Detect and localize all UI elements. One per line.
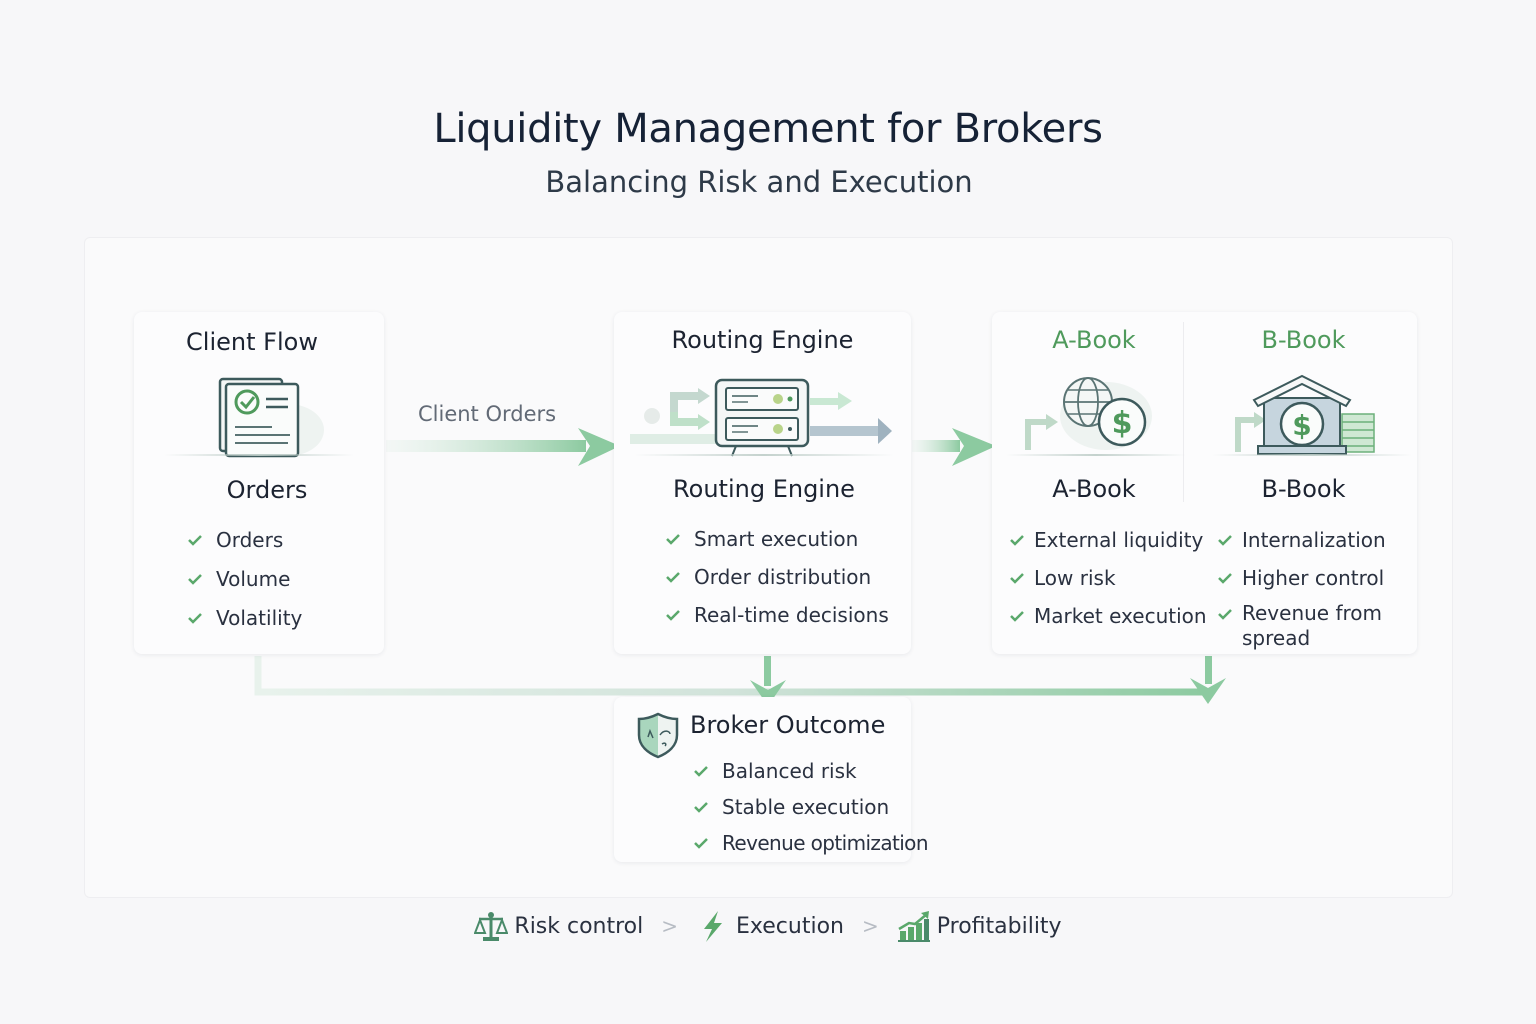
routing-to-books-arrow <box>912 428 996 466</box>
b-book-header: B-Book <box>1261 326 1346 354</box>
page-title: Liquidity Management for Brokers <box>433 106 1103 152</box>
check-icon <box>694 802 708 813</box>
shelf-line <box>1006 454 1186 456</box>
check-icon <box>1218 534 1232 546</box>
shelf-line <box>1212 454 1412 456</box>
server-icon <box>630 378 892 457</box>
list-item: Stable execution <box>692 789 928 825</box>
client-flow-header: Client Flow <box>186 328 318 356</box>
shelf-line <box>164 454 354 456</box>
b-book-subheader: B-Book <box>1261 475 1346 503</box>
list-item: External liquidity <box>1008 520 1207 559</box>
client-orders-arrow <box>386 428 620 466</box>
footer-separator: > <box>862 914 879 938</box>
check-icon <box>188 573 202 585</box>
list-item: Internalization <box>1216 520 1392 559</box>
list-item: Balanced risk <box>692 753 928 789</box>
svg-text:$: $ <box>1292 409 1311 442</box>
document-check-icon <box>218 377 324 458</box>
globe-dollar-icon: $ <box>1025 377 1152 450</box>
broker-outcome-header: Broker Outcome <box>690 711 886 739</box>
check-icon <box>666 610 680 621</box>
client-flow-card: Client Flow Orders Orders Volume Volatil… <box>134 312 384 654</box>
footer-item-risk-control: Risk control <box>474 909 643 943</box>
b-book-list: Internalization Higher control Revenue f… <box>1216 520 1392 650</box>
client-flow-list: Orders Volume Volatility <box>186 520 302 637</box>
check-icon <box>694 766 708 777</box>
list-item: Volume <box>186 559 302 598</box>
list-item: Revenue optimization <box>692 825 929 861</box>
check-icon <box>1010 534 1024 546</box>
page-subtitle: Balancing Risk and Execution <box>545 165 973 199</box>
routing-engine-header: Routing Engine <box>671 326 854 354</box>
list-item: Market execution <box>1008 597 1207 635</box>
routing-engine-subheader: Routing Engine <box>673 475 855 503</box>
routing-engine-list: Smart execution Order distribution Real-… <box>664 520 889 634</box>
check-icon <box>694 838 708 849</box>
list-item: Order distribution <box>664 558 889 596</box>
client-orders-label: Client Orders <box>418 402 557 426</box>
column-divider <box>1183 322 1184 502</box>
list-item: Volatility <box>186 598 302 637</box>
check-icon <box>1218 609 1232 620</box>
broker-outcome-list: Balanced risk Stable execution Revenue o… <box>692 753 929 861</box>
check-icon <box>666 534 680 545</box>
check-icon <box>188 534 202 546</box>
footer-item-profitability: Profitability <box>897 909 1062 943</box>
shelf-line <box>634 454 894 456</box>
a-book-subheader: A-Book <box>1052 475 1136 503</box>
check-icon <box>666 572 680 583</box>
a-book-list: External liquidity Low risk Market execu… <box>1008 520 1207 635</box>
list-item: Smart execution <box>664 520 889 558</box>
footer-legend: Risk control > Execution > Profitability <box>0 906 1536 946</box>
list-item: Low risk <box>1008 559 1207 597</box>
lightning-icon <box>704 911 723 942</box>
list-item: Higher control <box>1216 559 1392 597</box>
outcome-bus-line <box>254 656 1226 706</box>
a-book-header: A-Book <box>1052 326 1136 354</box>
list-item: Real-time decisions <box>664 596 889 634</box>
scales-icon <box>474 912 509 941</box>
shield-icon <box>637 712 679 759</box>
list-item: Revenue from spread <box>1216 597 1392 650</box>
svg-text:$: $ <box>1112 406 1133 441</box>
footer-separator: > <box>661 914 679 938</box>
books-card: A-Book $ A-Book External liquidity Low r… <box>992 312 1417 654</box>
list-item: Orders <box>186 520 302 559</box>
growth-chart-icon <box>897 911 930 942</box>
check-icon <box>188 612 202 624</box>
broker-outcome-card: Broker Outcome Balanced risk Stable exec… <box>614 697 929 862</box>
footer-item-execution: Execution <box>696 909 844 943</box>
check-icon <box>1010 611 1024 622</box>
check-icon <box>1010 573 1024 584</box>
routing-engine-card: Routing Engine Routing Engine Smart exec… <box>614 312 911 654</box>
client-flow-subheader: Orders <box>226 476 308 504</box>
check-icon <box>1218 573 1232 584</box>
bank-dollar-icon: $ <box>1235 374 1375 455</box>
